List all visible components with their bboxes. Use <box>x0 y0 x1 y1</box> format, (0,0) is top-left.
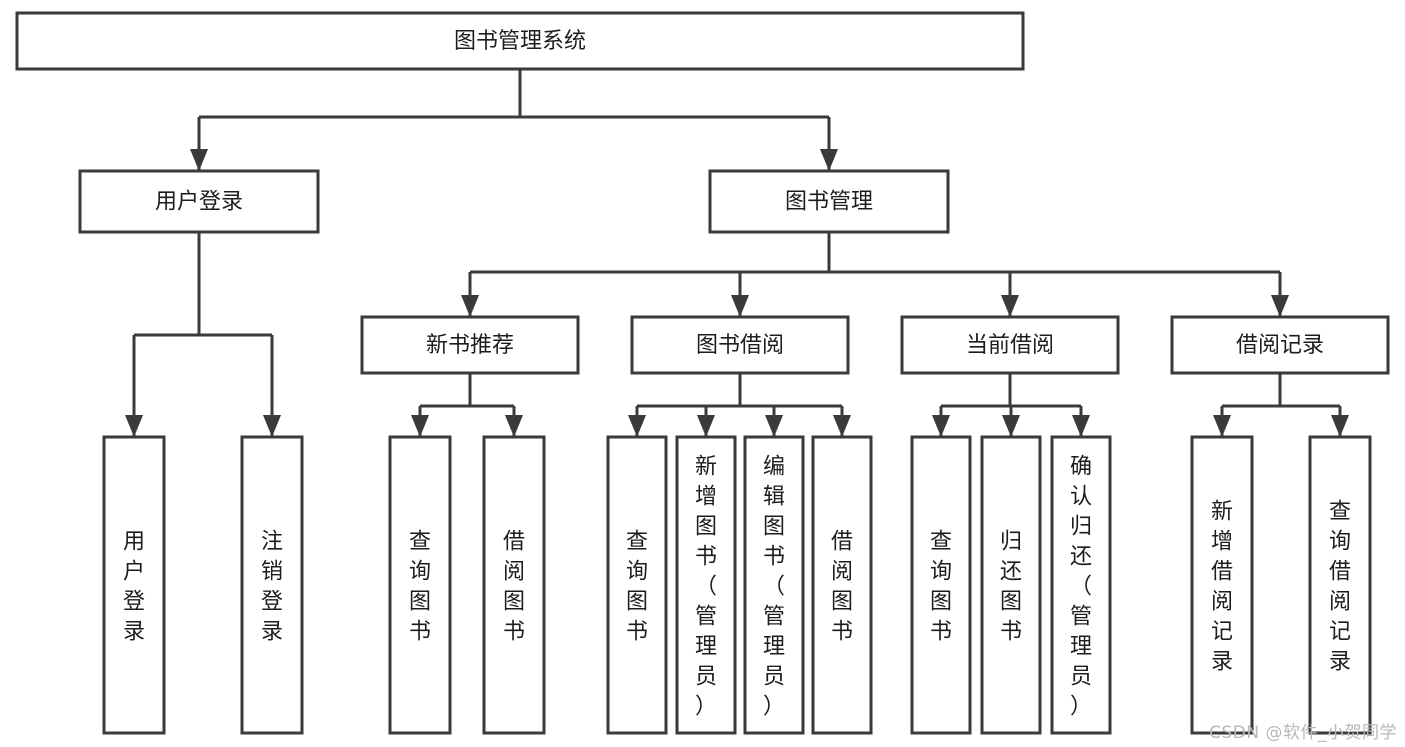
node-label-leaf-borrow-book: 借阅图书 <box>831 529 853 644</box>
arrow-head-icon <box>1331 415 1349 437</box>
node-leaf-query-borrow-record[interactable]: 查询借阅记录 <box>1308 435 1372 735</box>
arrow-head-icon <box>820 149 838 171</box>
node-leaf-add-borrow-record[interactable]: 新增借阅记录 <box>1190 435 1254 735</box>
node-box-leaf-return-book[interactable] <box>980 435 1042 735</box>
node-label-book-manage: 图书管理 <box>785 190 873 215</box>
arrow-head-icon <box>628 415 646 437</box>
arrow-head-icon <box>1072 415 1090 437</box>
node-leaf-logout[interactable]: 注销登录 <box>240 435 304 735</box>
node-book-manage[interactable]: 图书管理 <box>708 169 950 234</box>
node-leaf-borrow-book[interactable]: 借阅图书 <box>811 435 873 735</box>
node-leaf-user-login[interactable]: 用户登录 <box>102 435 166 735</box>
node-label-leaf-query-book-borrow: 查询图书 <box>626 529 648 644</box>
node-box-leaf-query-book-cur[interactable] <box>910 435 972 735</box>
arrow-head-icon <box>833 415 851 437</box>
node-label-leaf-logout: 注销登录 <box>261 529 283 644</box>
arrow-head-icon <box>125 415 143 437</box>
node-current-borrow[interactable]: 当前借阅 <box>900 315 1120 375</box>
node-label-leaf-return-book: 归还图书 <box>1000 529 1022 644</box>
arrow-head-icon <box>1002 415 1020 437</box>
node-box-leaf-add-book-admin[interactable] <box>675 435 737 735</box>
node-box-leaf-borrow-book-rec[interactable] <box>482 435 546 735</box>
node-label-current-borrow: 当前借阅 <box>966 333 1054 358</box>
node-leaf-add-book-admin[interactable]: 新增图书（管理员） <box>675 435 737 735</box>
arrow-head-icon <box>1001 295 1019 317</box>
node-label-leaf-query-borrow-record: 查询借阅记录 <box>1329 499 1351 674</box>
arrow-head-icon <box>765 415 783 437</box>
node-box-leaf-edit-book-admin[interactable] <box>743 435 805 735</box>
node-label-leaf-edit-book-admin: 编辑图书（管理员） <box>763 454 785 719</box>
node-box-current-borrow[interactable] <box>900 315 1120 375</box>
node-box-leaf-query-borrow-record[interactable] <box>1308 435 1372 735</box>
node-box-book-manage[interactable] <box>708 169 950 234</box>
arrow-head-icon <box>190 149 208 171</box>
node-box-leaf-borrow-book[interactable] <box>811 435 873 735</box>
node-label-borrow-record: 借阅记录 <box>1236 333 1324 358</box>
node-box-leaf-logout[interactable] <box>240 435 304 735</box>
node-box-leaf-confirm-return-admin[interactable] <box>1050 435 1112 735</box>
arrow-head-icon <box>731 295 749 317</box>
node-label-leaf-borrow-book-rec: 借阅图书 <box>503 529 525 644</box>
node-book-borrow[interactable]: 图书借阅 <box>630 315 850 375</box>
node-label-new-book-recommend: 新书推荐 <box>426 333 514 358</box>
node-label-leaf-query-book-rec: 查询图书 <box>409 529 431 644</box>
node-label-leaf-add-borrow-record: 新增借阅记录 <box>1211 499 1233 674</box>
node-leaf-confirm-return-admin[interactable]: 确认归还（管理员） <box>1050 435 1112 735</box>
arrow-head-icon <box>932 415 950 437</box>
node-box-new-book-recommend[interactable] <box>360 315 580 375</box>
node-box-leaf-user-login[interactable] <box>102 435 166 735</box>
node-leaf-edit-book-admin[interactable]: 编辑图书（管理员） <box>743 435 805 735</box>
node-label-book-borrow: 图书借阅 <box>696 333 784 358</box>
node-leaf-borrow-book-rec[interactable]: 借阅图书 <box>482 435 546 735</box>
node-root[interactable]: 图书管理系统 <box>15 11 1025 71</box>
arrow-head-icon <box>263 415 281 437</box>
node-leaf-return-book[interactable]: 归还图书 <box>980 435 1042 735</box>
node-label-leaf-query-book-cur: 查询图书 <box>930 529 952 644</box>
node-layer: 图书管理系统用户登录图书管理新书推荐图书借阅当前借阅借阅记录用户登录注销登录查询… <box>15 11 1390 735</box>
node-label-user-login: 用户登录 <box>155 190 243 215</box>
arrow-head-icon <box>461 295 479 317</box>
node-box-borrow-record[interactable] <box>1170 315 1390 375</box>
node-borrow-record[interactable]: 借阅记录 <box>1170 315 1390 375</box>
arrow-head-icon <box>697 415 715 437</box>
node-label-root: 图书管理系统 <box>454 29 586 54</box>
node-leaf-query-book-borrow[interactable]: 查询图书 <box>606 435 668 735</box>
node-box-book-borrow[interactable] <box>630 315 850 375</box>
node-label-leaf-user-login: 用户登录 <box>123 529 145 644</box>
node-user-login[interactable]: 用户登录 <box>78 169 320 234</box>
node-box-leaf-query-book-borrow[interactable] <box>606 435 668 735</box>
arrow-head-icon <box>505 415 523 437</box>
node-new-book-recommend[interactable]: 新书推荐 <box>360 315 580 375</box>
arrow-head-icon <box>1213 415 1231 437</box>
arrow-head-icon <box>411 415 429 437</box>
node-leaf-query-book-cur[interactable]: 查询图书 <box>910 435 972 735</box>
connector-layer <box>125 69 1349 437</box>
node-box-root[interactable] <box>15 11 1025 71</box>
arrow-head-icon <box>1271 295 1289 317</box>
node-box-leaf-query-book-rec[interactable] <box>388 435 452 735</box>
node-box-user-login[interactable] <box>78 169 320 234</box>
node-box-leaf-add-borrow-record[interactable] <box>1190 435 1254 735</box>
node-label-leaf-add-book-admin: 新增图书（管理员） <box>695 454 717 719</box>
node-label-leaf-confirm-return-admin: 确认归还（管理员） <box>1070 454 1092 719</box>
node-leaf-query-book-rec[interactable]: 查询图书 <box>388 435 452 735</box>
